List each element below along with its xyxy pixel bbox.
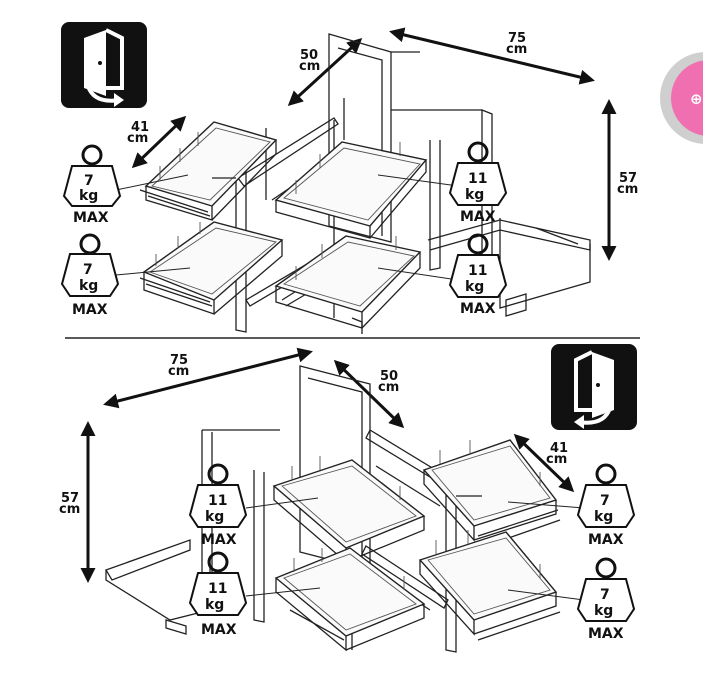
weight-value: 7: [84, 173, 94, 189]
width-dimension: 75 cm: [389, 27, 595, 85]
max-label: MAX: [460, 209, 496, 225]
door-left-arrow-icon: [551, 344, 637, 430]
weight-unit: kg: [465, 187, 484, 203]
wire-basket-top-left-upper: [139, 121, 278, 221]
wire-basket-bottom-right-upper: [422, 439, 561, 549]
depth-dimension-bottom: 50 cm: [333, 359, 405, 429]
depth-dimension: 50 cm: [287, 37, 363, 107]
width-value: 75: [508, 31, 526, 46]
weight-tag-bottom-right-lower: 7 kg MAX: [576, 557, 636, 642]
max-label: MAX: [460, 301, 496, 317]
door-right-arrow-icon: [61, 22, 147, 108]
weight-value: 11: [468, 171, 487, 187]
height-value: 57: [61, 491, 79, 506]
width-unit: cm: [506, 42, 527, 57]
weight-tag-bottom-right-upper: 7 kg MAX: [576, 463, 636, 548]
wire-basket-bottom-left-upper: [272, 456, 426, 564]
bottom-diagram: 75 cm 50 cm 57 cm 41 cm: [59, 344, 637, 653]
weight-unit: kg: [205, 509, 224, 525]
weight-value: 7: [600, 493, 610, 509]
weight-value: 7: [600, 587, 610, 603]
tray-depth-unit: cm: [546, 452, 567, 467]
depth-value: 50: [300, 48, 318, 63]
wire-basket-bottom-left-lower: [274, 547, 426, 652]
max-label: MAX: [201, 622, 237, 638]
zoom-badge[interactable]: ⊕: [660, 52, 703, 144]
height-dimension-bottom: 57 cm: [59, 421, 96, 583]
width-value: 75: [170, 353, 188, 368]
weight-unit: kg: [79, 188, 98, 204]
wire-basket-top-right-lower: [274, 235, 422, 329]
weight-unit: kg: [79, 278, 98, 294]
weight-value: 11: [208, 581, 227, 597]
max-label: MAX: [201, 532, 237, 548]
weight-tag-top-right-upper: 11 kg MAX: [448, 141, 508, 225]
max-label: MAX: [588, 532, 624, 548]
weight-tag-top-right-lower: 11 kg MAX: [448, 233, 508, 317]
max-label: MAX: [73, 210, 109, 226]
weight-tag-bottom-left-upper: 11 kg MAX: [188, 463, 248, 548]
svg-text:⊕: ⊕: [690, 90, 703, 108]
tray-depth-dimension-bottom: 41 cm: [513, 433, 575, 493]
weight-value: 11: [208, 493, 227, 509]
weight-tag-top-left-lower: 7 kg MAX: [60, 233, 120, 318]
weight-tag-top-left-upper: 7 kg MAX: [62, 144, 122, 226]
weight-unit: kg: [594, 603, 613, 619]
depth-unit: cm: [378, 380, 399, 395]
weight-value: 11: [468, 263, 487, 279]
weight-unit: kg: [594, 509, 613, 525]
tray-depth-value: 41: [131, 120, 149, 135]
height-unit: cm: [59, 502, 80, 517]
top-diagram: 75 cm 50 cm 57 cm 41 cm: [60, 22, 638, 334]
width-dimension-bottom: 75 cm: [103, 347, 313, 409]
depth-unit: cm: [299, 59, 320, 74]
width-unit: cm: [168, 364, 189, 379]
height-value: 57: [619, 171, 637, 186]
tray-depth-unit: cm: [127, 131, 148, 146]
weight-unit: kg: [465, 279, 484, 295]
weight-unit: kg: [205, 597, 224, 613]
weight-value: 7: [83, 262, 93, 278]
weight-tag-bottom-left-lower: 11 kg MAX: [188, 551, 248, 638]
height-unit: cm: [617, 182, 638, 197]
height-dimension: 57 cm: [601, 99, 638, 261]
tray-depth-value: 41: [550, 441, 568, 456]
max-label: MAX: [72, 302, 108, 318]
tray-depth-dimension: 41 cm: [127, 115, 187, 169]
max-label: MAX: [588, 626, 624, 642]
wire-basket-bottom-right-lower: [418, 530, 561, 641]
wire-basket-top-left-lower: [139, 221, 284, 315]
depth-value: 50: [380, 369, 398, 384]
wire-basket-top-right-upper: [274, 141, 428, 239]
